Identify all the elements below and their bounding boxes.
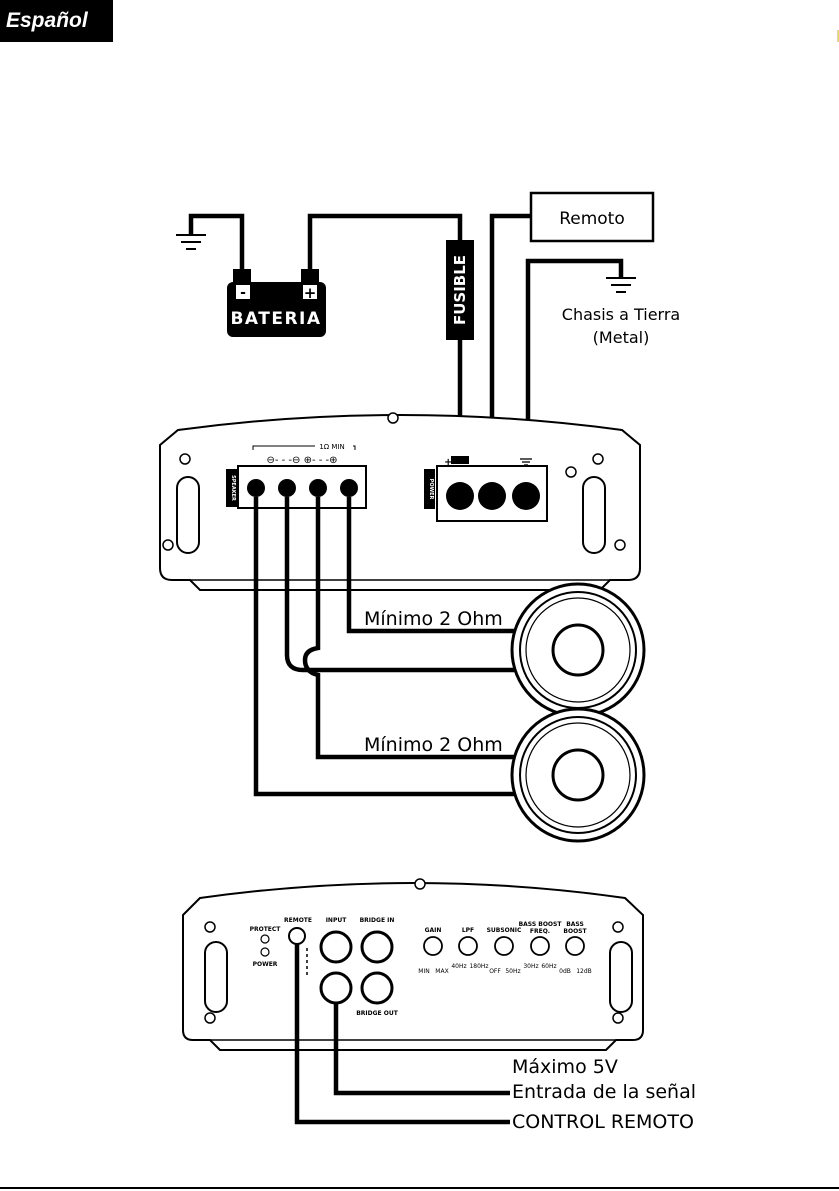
power-terminal-block: POWER + [424, 456, 548, 522]
bb-min: 0dB [559, 968, 571, 975]
bottom-rule [0, 1187, 839, 1189]
lpf-max: 180Hz [469, 963, 488, 970]
power-plus-sign: + [444, 457, 452, 468]
speaker-terminal-title: SPEAKER [230, 475, 236, 501]
bridge-out-label: BRIDGE OUT [356, 1010, 398, 1017]
speaker-1 [510, 582, 646, 718]
subsonic-knob [494, 936, 514, 956]
battery-positive-sign: + [304, 284, 317, 302]
input-label: INPUT [326, 917, 348, 924]
remote-wire [489, 213, 531, 452]
remote-control-wire [294, 944, 510, 1125]
lpf-knob [458, 936, 478, 956]
speaker-terminal-block: SPEAKER ⊖- - -⊖ ⊕- - -⊕ 1Ω MIN [226, 440, 367, 509]
battery-positive-wire [307, 213, 463, 272]
battery-negative-sign: - [240, 285, 246, 301]
lpf-min: 40Hz [451, 963, 466, 970]
label-max-voltage: Máximo 5V [512, 1056, 618, 1078]
bridge-in-jack [360, 930, 394, 964]
bass-boost-freq-knob [530, 936, 550, 956]
battery-ground-wire [188, 213, 245, 272]
remote-box-label: Remoto [559, 209, 625, 229]
input-jack-1 [319, 930, 353, 964]
bass-boost-label-1: BASS [566, 921, 584, 928]
ground-symbol-right [606, 277, 636, 293]
power-led [260, 947, 270, 957]
subsonic-label: SUBSONIC [487, 927, 522, 934]
gain-min: MIN [418, 968, 429, 975]
edge-mark [837, 30, 839, 42]
chassis-label-line1: Chasis a Tierra [562, 305, 680, 324]
bbf-min: 30Hz [523, 963, 538, 970]
battery-label: BATERIA [230, 309, 321, 329]
speaker-label-1: Mínimo 2 Ohm [364, 608, 503, 630]
language-tab: Español [0, 0, 113, 42]
chassis-ground-wire [525, 258, 624, 452]
lpf-label: LPF [462, 927, 474, 934]
bbf-max: 60Hz [541, 963, 556, 970]
ground-symbol-left [176, 234, 206, 250]
protect-label: PROTECT [250, 926, 282, 933]
power-label: POWER [253, 961, 278, 968]
gain-label: GAIN [425, 927, 442, 934]
speaker-wires [253, 497, 515, 797]
speaker-label-2: Mínimo 2 Ohm [364, 734, 503, 756]
label-remote-control: CONTROL REMOTO [512, 1111, 694, 1133]
input-jack-2 [319, 971, 353, 1005]
bass-boost-freq-label-2: FREQ. [530, 928, 550, 935]
speaker-2 [510, 707, 646, 843]
fuse-label: FUSIBLE [451, 255, 469, 325]
gain-knob [423, 936, 443, 956]
subsonic-min: OFF [489, 968, 501, 975]
bridge-out-jack [360, 971, 394, 1005]
bass-boost-knob [565, 936, 585, 956]
bass-boost-freq-label-1: BASS BOOST [519, 921, 563, 928]
label-signal-input: Entrada de la señal [512, 1081, 696, 1103]
bb-max: 12dB [576, 968, 592, 975]
subsonic-max: 50Hz [505, 968, 520, 975]
chassis-label-line2: (Metal) [593, 328, 650, 347]
gain-max: MAX [435, 968, 448, 975]
bass-boost-label-2: BOOST [563, 928, 587, 935]
remote-port-label: REMOTE [284, 917, 312, 924]
fuse: FUSIBLE [446, 240, 474, 340]
speaker-min-load: 1Ω MIN [319, 443, 344, 451]
remote-box [529, 191, 655, 243]
terminal-signs: ⊖- - -⊖ ⊕- - -⊕ [266, 455, 337, 466]
bridge-in-label: BRIDGE IN [360, 917, 395, 924]
power-terminal-title: POWER [428, 479, 434, 500]
signal-input-wire [333, 1003, 510, 1096]
protect-led [260, 934, 270, 944]
remote-port [288, 927, 306, 945]
battery: - + BATERIA [227, 269, 326, 337]
